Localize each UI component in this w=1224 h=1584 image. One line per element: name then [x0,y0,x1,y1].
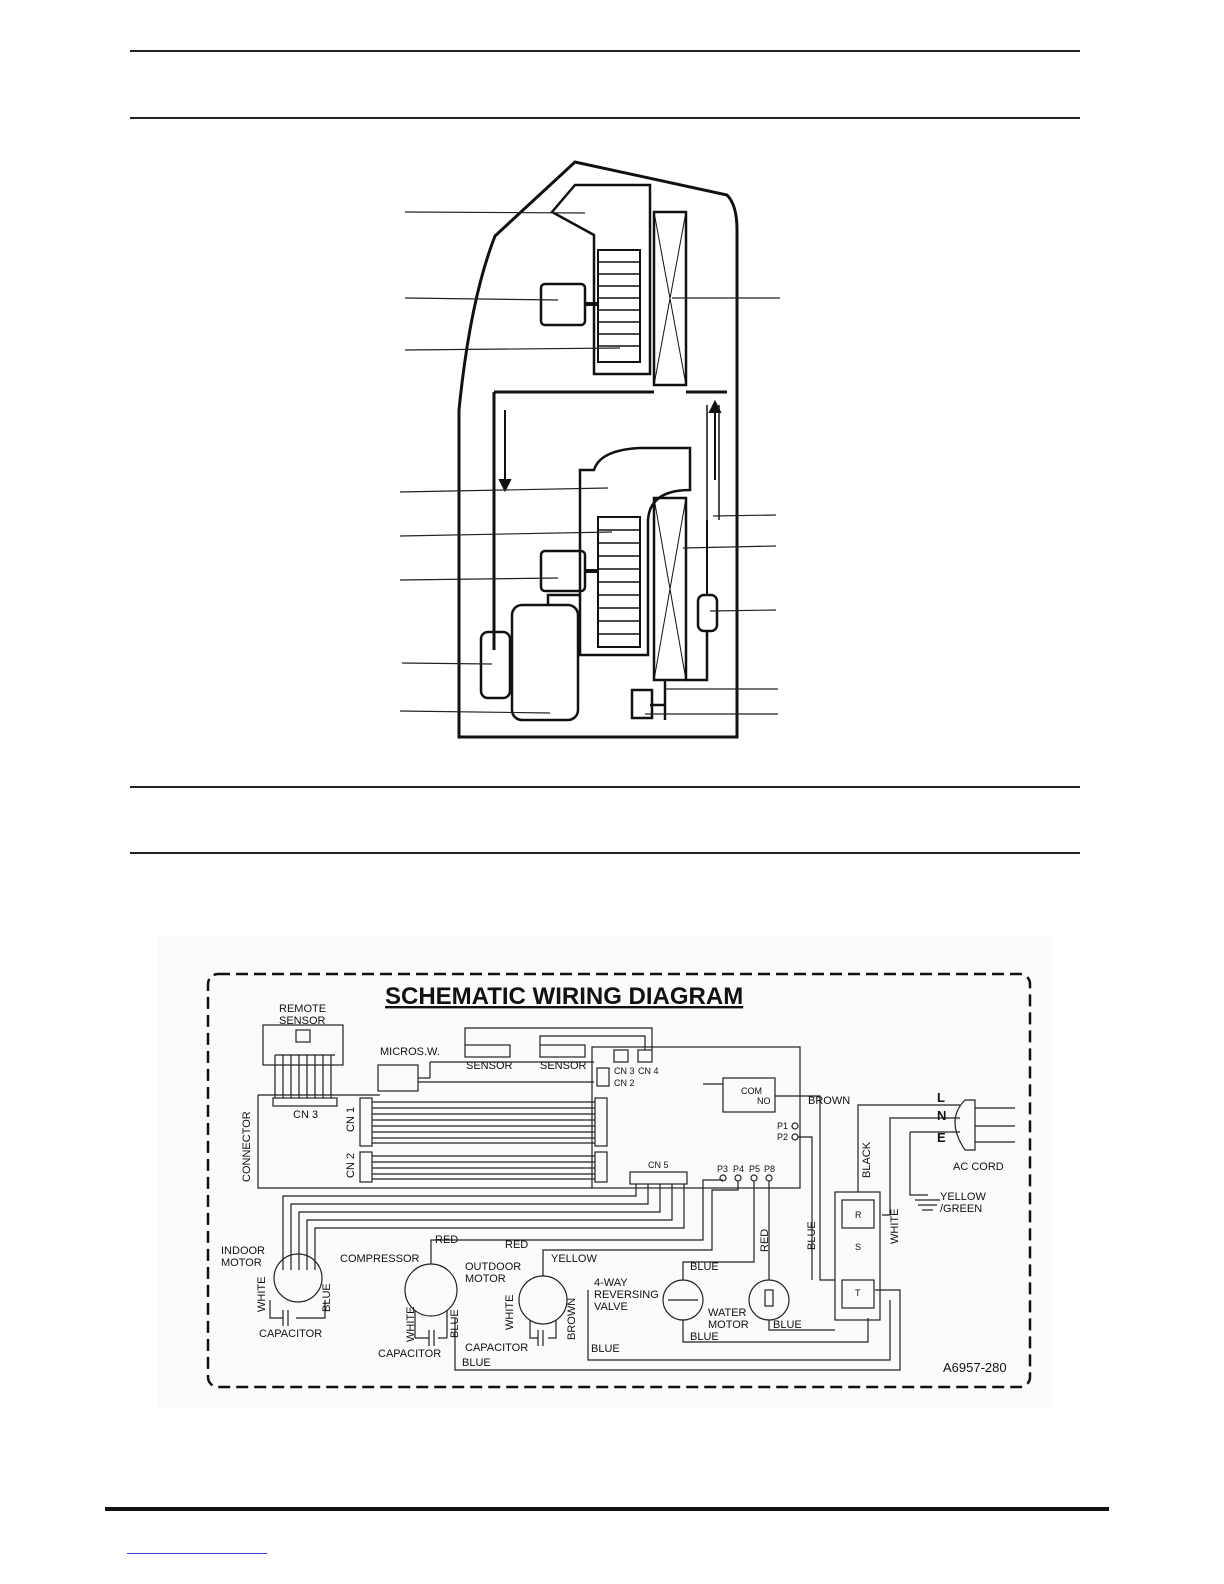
section-rule-mid-1 [130,786,1080,788]
term-T-label: T [855,1288,861,1298]
leader-line [709,609,777,612]
leader-line [399,531,613,537]
indoor-blue-label: BLUE [321,1283,333,1312]
sensor-2 [539,1044,586,1058]
outdoor-brown-label: BROWN [566,1298,578,1340]
com-label: COM [741,1086,762,1096]
cn5-connector [629,1171,688,1185]
cn3-label: CN 3 [614,1066,635,1076]
leader-line [682,545,777,549]
yellow-green-label: YELLOW/GREEN [940,1191,986,1215]
lower-fan-motor [539,549,587,593]
leader-line [404,297,559,301]
p2-label: P2 [777,1132,788,1142]
yellow-label: YELLOW [551,1253,597,1265]
cabinet-outline [457,160,739,739]
valve-blue-label: BLUE [690,1261,719,1273]
page-footer-rule [105,1507,1109,1511]
upper-fan-motor [539,282,587,327]
micro-switch-label: MICROS.W. [380,1046,440,1058]
black-wire-label: BLACK [861,1141,873,1178]
compressor-white-label: WHITE [405,1307,417,1342]
footer-link-underline[interactable] [127,1553,267,1554]
section-rule-top-1 [130,50,1080,52]
p8-label: P8 [764,1164,775,1174]
cn2-label: CN 2 [345,1153,357,1178]
white-wire-label: WHITE [889,1209,901,1244]
accumulator [479,630,512,700]
cn4-label: CN 4 [638,1066,659,1076]
valve-blue-label-2: BLUE [690,1331,719,1343]
cn3-board-label: CN 3 [293,1109,318,1121]
ac-cord-label: AC CORD [953,1161,1004,1173]
outdoor-red-label: RED [505,1239,528,1251]
no-label: NO [757,1096,771,1106]
drain-component [696,593,719,633]
line-L-label: L [937,1090,945,1105]
term-R-label: R [855,1210,862,1220]
indoor-motor-symbol [273,1253,323,1303]
capacitor-label-2: CAPACITOR [378,1348,441,1360]
remote-sensor-box [262,1024,344,1066]
capacitor-label-1: CAPACITOR [259,1328,322,1340]
red-wire-label-water: RED [759,1229,771,1252]
blue-label-bottom-2: BLUE [591,1343,620,1355]
section-rule-top-2 [130,117,1080,119]
term-S-label: S [855,1242,861,1252]
leader-line [399,487,609,493]
schematic-frame [206,972,1032,1389]
doc-code: A6957-280 [943,1360,1007,1375]
leader-line [399,710,551,714]
schematic-title: SCHEMATIC WIRING DIAGRAM [385,983,743,1010]
control-board [591,1046,801,1189]
leader-line [404,347,621,351]
schematic-wiring-diagram: SCHEMATIC WIRING DIAGRAM [158,937,1053,1407]
cn1-label: CN 1 [345,1107,357,1132]
compressor-red-label: RED [435,1234,458,1246]
p4-label: P4 [733,1164,744,1174]
section-rule-mid-2 [130,852,1080,854]
connector-label: CONNECTOR [241,1111,253,1182]
leader-line [401,662,493,665]
blue-wire-label: BLUE [806,1221,818,1250]
p1-label: P1 [777,1121,788,1131]
outdoor-white-label: WHITE [504,1295,516,1330]
capacitor-label-3: CAPACITOR [465,1342,528,1354]
sensor-1 [464,1044,511,1058]
relay-box [722,1077,776,1113]
upper-fan-duct [550,183,652,376]
leader-line [712,514,777,517]
indoor-white-label: WHITE [256,1277,268,1312]
leader-line [404,211,586,214]
ac-plug [954,1099,976,1151]
blue-label-bottom: BLUE [462,1357,491,1369]
leader-line [399,577,559,581]
lower-coil [652,496,688,682]
compressor-label: COMPRESSOR [340,1253,420,1265]
compressor-blue-label: BLUE [449,1309,461,1338]
cn1-connector [359,1097,373,1147]
line-E-label: E [937,1130,946,1145]
sensor-2-label: SENSOR [540,1060,587,1072]
compressor [510,603,580,722]
cn5-label: CN 5 [648,1160,669,1170]
sensor-1-label: SENSOR [466,1060,513,1072]
p3-label: P3 [717,1164,728,1174]
water-blue-label: BLUE [773,1319,802,1331]
cn2-connector [359,1151,373,1183]
line-N-label: N [937,1108,946,1123]
p5-label: P5 [749,1164,760,1174]
unit-cutaway-diagram [399,160,780,739]
cn2-label-top: CN 2 [614,1078,635,1088]
lower-fan-duct [578,446,692,657]
brown-label: BROWN [808,1095,850,1107]
